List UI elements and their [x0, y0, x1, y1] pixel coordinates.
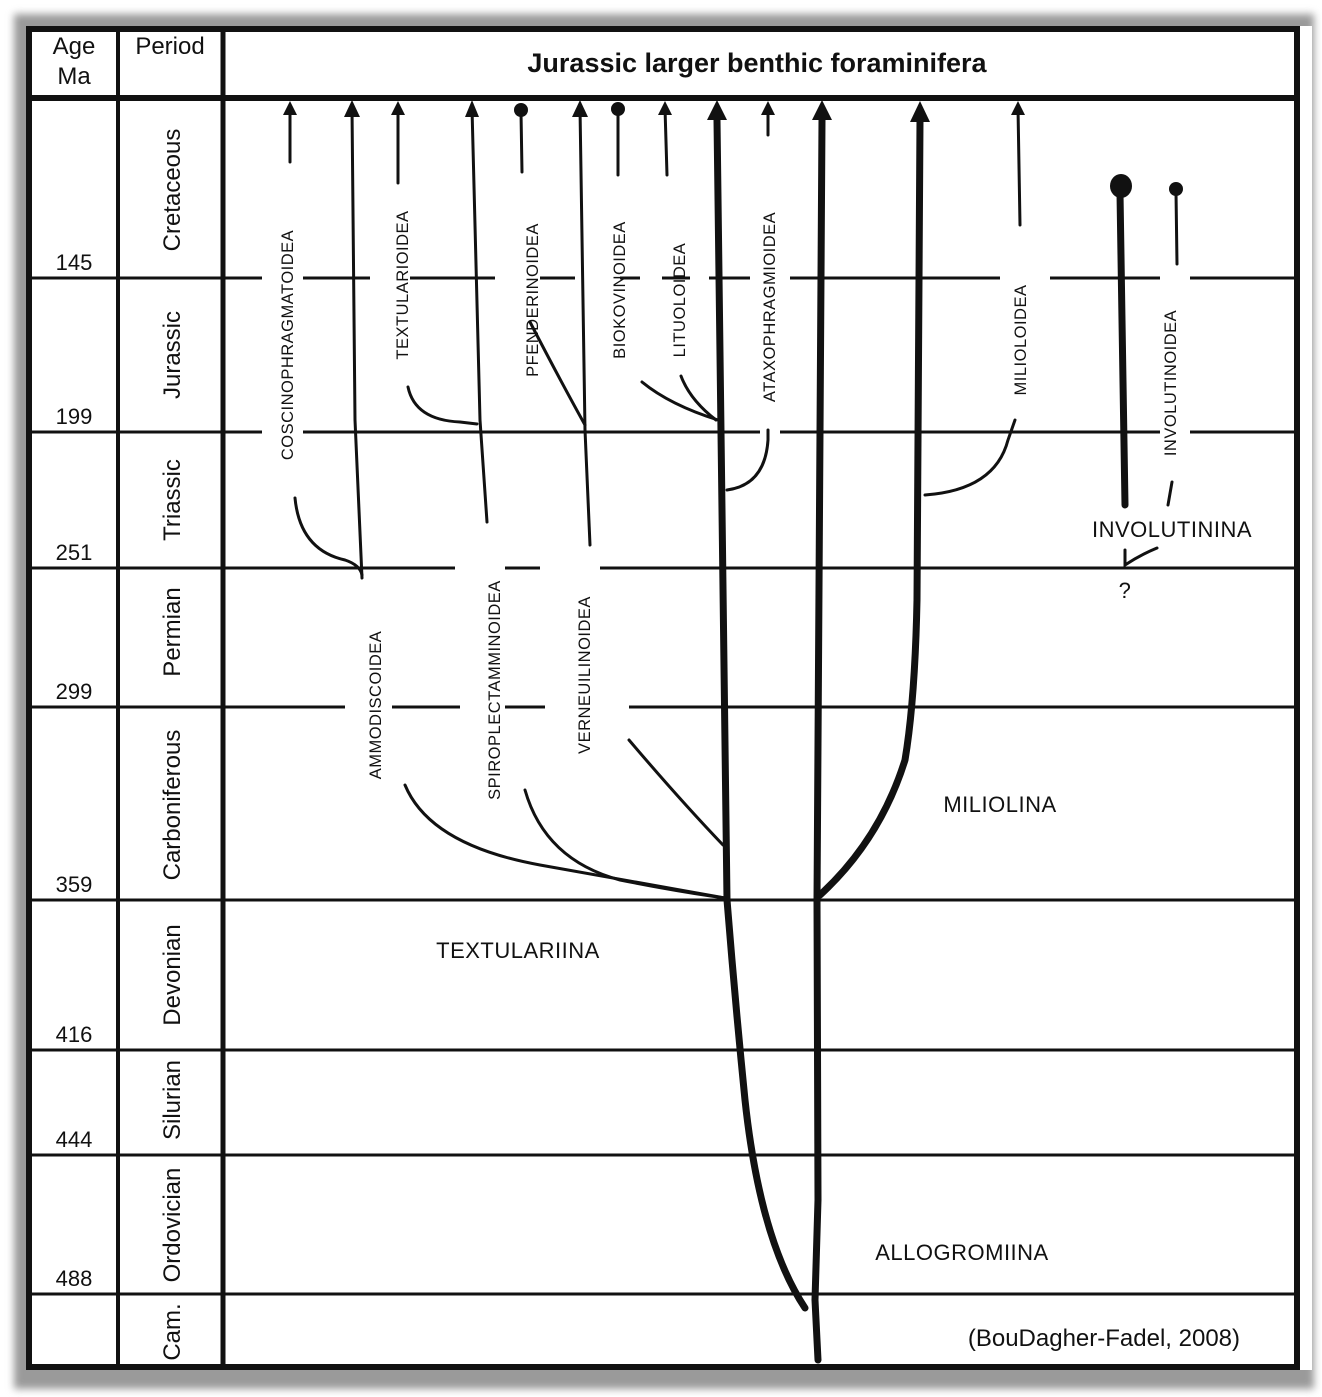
arrow-up-icon: [761, 101, 775, 115]
extinction-dot-icon: [611, 102, 625, 116]
extinction-dot-icon: [1110, 174, 1132, 198]
taxon-label-coscinophragmatoidea: COSCINOPHRAGMATOIDEA: [279, 230, 297, 460]
suborder-label-involutinina: INVOLUTININA: [1092, 517, 1252, 542]
taxon-label-textularioidea: TEXTULARIOIDEA: [394, 210, 412, 359]
taxon-label-spiroplectamminoidea: SPIROPLECTAMMINOIDEA: [486, 580, 504, 800]
arrow-up-icon: [465, 100, 479, 117]
arrow-icons: [283, 100, 1025, 122]
ammodiscoidea-line: [350, 106, 364, 580]
spiroplectamminoidea-branch: [523, 788, 727, 900]
age-label: 299: [56, 679, 93, 704]
biokovinoidea-branch: [640, 380, 720, 422]
period-labels: Cretaceous Jurassic Triassic Permian Car…: [159, 129, 186, 1361]
taxon-label-involutinoidea: INVOLUTINOIDEA: [1162, 310, 1180, 456]
age-label: 359: [56, 872, 93, 897]
involutinina-line: [1116, 189, 1129, 509]
age-label: 251: [56, 540, 93, 565]
pfenderinoidea-branch: [528, 320, 587, 427]
arrow-up-icon: [910, 101, 930, 122]
extinction-dot-icon: [1169, 182, 1183, 196]
trunk-main: [811, 116, 826, 1364]
period-label: Silurian: [159, 1060, 186, 1140]
period-label: Cretaceous: [159, 129, 186, 252]
arrow-up-icon: [1011, 101, 1025, 115]
trunk-miliolina: [816, 116, 924, 899]
arrow-up-icon: [391, 101, 405, 115]
taxon-label-biokovinoidea: BIOKOVINOIDEA: [611, 221, 629, 359]
arrow-up-icon: [572, 100, 588, 117]
extinction-dot-icon: [514, 103, 528, 117]
arrow-up-icon: [707, 100, 727, 120]
age-header: Age: [53, 33, 96, 60]
period-label: Jurassic: [159, 311, 186, 399]
arrow-up-icon: [283, 101, 297, 115]
diagram-title: Jurassic larger benthic foraminifera: [527, 48, 987, 78]
superfamily-labels: COSCINOPHRAGMATOIDEA TEXTULARIOIDEA PFEN…: [279, 210, 1180, 799]
extinction-dot-icons: [514, 102, 1183, 198]
period-label: Carboniferous: [159, 730, 186, 881]
taxon-label-ammodiscoidea: AMMODISCOIDEA: [367, 631, 385, 780]
arrow-up-icon: [658, 101, 672, 115]
age-labels: 145 199 251 299 359 416 444 488: [56, 250, 93, 1291]
period-boundaries-left: [29, 276, 223, 1296]
period-header: Period: [135, 33, 204, 60]
taxon-label-ataxophragmioidea: ATAXOPHRAGMIOIDEA: [761, 212, 779, 402]
ataxophragmioidea-branch: [725, 428, 770, 492]
trunk-textulariina: [713, 116, 809, 1312]
period-label: Cam.: [159, 1303, 186, 1360]
period-label: Permian: [159, 587, 186, 676]
suborder-label-miliolina: MILIOLINA: [943, 792, 1056, 817]
lituoloidea-branch: [679, 374, 718, 422]
arrow-up-icon: [812, 100, 832, 120]
taxon-label-verneuilinoidea: VERNEUILINOIDEA: [576, 596, 594, 754]
diagram-background: [26, 26, 1312, 1370]
age-label: 199: [56, 404, 93, 429]
verneuilinoidea-line: [578, 106, 592, 547]
spiroplectamminoidea-line: [470, 106, 489, 524]
lineage-lines: [288, 106, 1179, 1364]
period-label: Ordovician: [159, 1168, 186, 1283]
suborder-labels: TEXTULARIINA MILIOLINA INVOLUTININA ALLO…: [436, 517, 1252, 1265]
age-label: 145: [56, 250, 93, 275]
verneuilinoidea-branch: [627, 738, 725, 847]
taxon-label-pfenderinoidea: PFENDERINOIDEA: [524, 223, 542, 377]
outer-frame: [26, 26, 1300, 1370]
uncertain-origin-mark: ?: [1119, 578, 1132, 603]
age-header-unit: Ma: [57, 63, 91, 90]
arrow-up-icon: [344, 100, 360, 117]
period-label: Triassic: [159, 459, 186, 541]
period-boundaries-main: [223, 276, 1297, 1296]
milioloidea-branch: [923, 418, 1017, 497]
suborder-label-allogromiina: ALLOGROMIINA: [875, 1240, 1048, 1265]
suborder-label-textulariina: TEXTULARIINA: [436, 938, 600, 963]
age-label: 416: [56, 1022, 93, 1047]
taxon-label-lituoloidea: LITUOLOIDEA: [671, 243, 689, 358]
textularioidea-branch: [406, 385, 479, 426]
coscinophragmatoidea-branch: [293, 496, 364, 577]
period-label: Devonian: [159, 924, 186, 1025]
age-label: 444: [56, 1127, 93, 1152]
age-label: 488: [56, 1266, 93, 1291]
taxon-label-milioloidea: MILIOLOIDEA: [1012, 285, 1030, 396]
citation: (BouDagher-Fadel, 2008): [968, 1325, 1240, 1352]
